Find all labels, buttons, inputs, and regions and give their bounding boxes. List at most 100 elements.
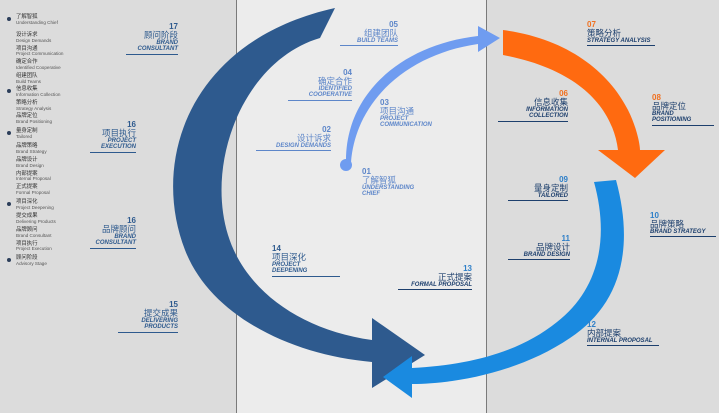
step-08: 08 品牌定位 BRAND POSITIONING <box>652 93 714 126</box>
step-title-en-2: DEEPENING <box>272 268 308 275</box>
step-underline <box>398 289 472 291</box>
sidebar-stage-en: Delivering Products <box>16 218 56 224</box>
sidebar-stage-zh: 内部提案 <box>16 170 38 177</box>
sidebar-stage-zh: 品牌设计 <box>16 156 38 163</box>
step-06: 06 信息收集 INFORMATION COLLECTION <box>498 89 568 122</box>
step-number: 06 <box>559 89 568 98</box>
step-title-en: BRAND DESIGN <box>523 251 570 258</box>
sidebar-stage-zh: 确定合作 <box>16 59 38 66</box>
step-title-zh: 品牌策略 <box>650 219 685 229</box>
step-number: 04 <box>343 68 352 77</box>
step-title-en-2: CONSULTANT <box>137 46 178 53</box>
step-title-en: IDENTIFIED <box>318 85 352 92</box>
step-title-en: BRAND STRATEGY <box>650 228 706 235</box>
divider-right <box>486 0 487 413</box>
step-title-en: BRAND <box>156 39 178 46</box>
step-underline <box>90 247 136 249</box>
step-underline <box>587 345 659 347</box>
sidebar-stage-en: Formal Proposal <box>16 190 50 196</box>
step-underline <box>652 124 714 126</box>
start-dot <box>340 159 352 171</box>
step-12: 12 内部提案 INTERNAL PROPOSAL <box>587 320 659 347</box>
step-number: 12 <box>587 320 596 329</box>
step-number: 05 <box>389 20 398 29</box>
step-underline <box>118 331 178 333</box>
step-underline <box>587 45 655 47</box>
sidebar-stage-zh: 品牌策略 <box>16 143 38 150</box>
blue-arc-arrow <box>383 180 624 398</box>
step-title-en: DESIGN DEMANDS <box>275 142 331 149</box>
sidebar-stage-zh: 组建团队 <box>16 73 38 80</box>
sidebar-stage-en: Identified Cooperative <box>16 65 61 71</box>
step-title-zh: 提交成果 <box>143 308 178 318</box>
step-title-zh: 内部提案 <box>587 328 622 338</box>
step-title-en-2: PRODUCTS <box>144 324 178 331</box>
step-number: 16 <box>127 120 136 129</box>
light-blue-arc-arrow <box>345 26 500 162</box>
sidebar-stage-en: Project Deepening <box>16 204 54 210</box>
sidebar-stage-en: Design Demands <box>16 37 52 43</box>
step-title-en: PROJECT <box>380 115 409 122</box>
step-number: 11 <box>561 234 570 243</box>
bullet-dot-icon <box>7 131 11 136</box>
step-title-zh: 确定合作 <box>317 76 352 86</box>
step-title-en-2: COOPERATIVE <box>308 92 352 99</box>
sidebar-stage-zh: 顾问阶段 <box>16 255 38 262</box>
step-title-zh: 量身定制 <box>533 183 568 193</box>
step-04: 04 确定合作 IDENTIFIED COOPERATIVE <box>288 68 352 101</box>
step-underline <box>508 200 568 202</box>
step-title-zh: 项目深化 <box>272 252 307 262</box>
step-title-en-2: CONSULTANT <box>95 240 136 247</box>
bullet-dot-icon <box>7 88 11 93</box>
step-number: 03 <box>380 98 389 107</box>
step-title-en: BRAND <box>652 110 674 117</box>
step-13: 13 正式提案 FORMAL PROPOSAL <box>398 264 472 291</box>
sidebar-stage-en: Internal Proposal <box>16 176 51 182</box>
sidebar-stage-zh: 量身定制 <box>16 128 38 135</box>
sidebar-stage-zh: 提交成果 <box>16 212 38 219</box>
sidebar-stage-zh: 品牌顾问 <box>16 226 38 233</box>
step-03: 03 项目沟通 PROJECT COMMUNICATION <box>380 98 452 129</box>
step-number: 09 <box>559 175 568 184</box>
step-09: 09 量身定制 TAILORED <box>508 175 568 202</box>
step-title-zh: 正式提案 <box>437 272 472 282</box>
step-number: 13 <box>463 264 472 273</box>
step-title-en: STRATEGY ANALYSIS <box>587 37 651 44</box>
step-underline <box>272 275 340 277</box>
step-title-zh: 策略分析 <box>587 28 622 38</box>
step-title-en: FORMAL PROPOSAL <box>411 281 472 288</box>
step-15: 15 提交成果 DELIVERING PRODUCTS <box>118 300 178 333</box>
sidebar-stage-en: Project Communication <box>16 51 64 57</box>
bullet-dot-icon <box>7 202 11 207</box>
navy-arc-arrow <box>173 8 425 388</box>
step-title-en-2: CHIEF <box>362 191 380 198</box>
step-title-en: PROJECT <box>272 261 301 268</box>
step-number: 10 <box>650 211 659 220</box>
step-title-en-2: EXECUTION <box>100 144 136 151</box>
step-11: 11 品牌设计 BRAND DESIGN <box>508 234 570 261</box>
sidebar-stage-zh: 项目执行 <box>16 240 38 247</box>
step-01: 01 了解智狐 UNDERSTANDING CHIEF <box>362 167 432 198</box>
bullet-dot-icon <box>7 258 11 263</box>
sidebar-stage-zh: 品牌定位 <box>16 113 38 120</box>
step-underline <box>498 120 568 122</box>
step-underline <box>90 151 136 153</box>
step-number: 15 <box>169 300 178 309</box>
step-number: 08 <box>652 93 661 102</box>
step-number: 17 <box>169 22 178 31</box>
step-10: 10 品牌策略 BRAND STRATEGY <box>650 211 716 238</box>
